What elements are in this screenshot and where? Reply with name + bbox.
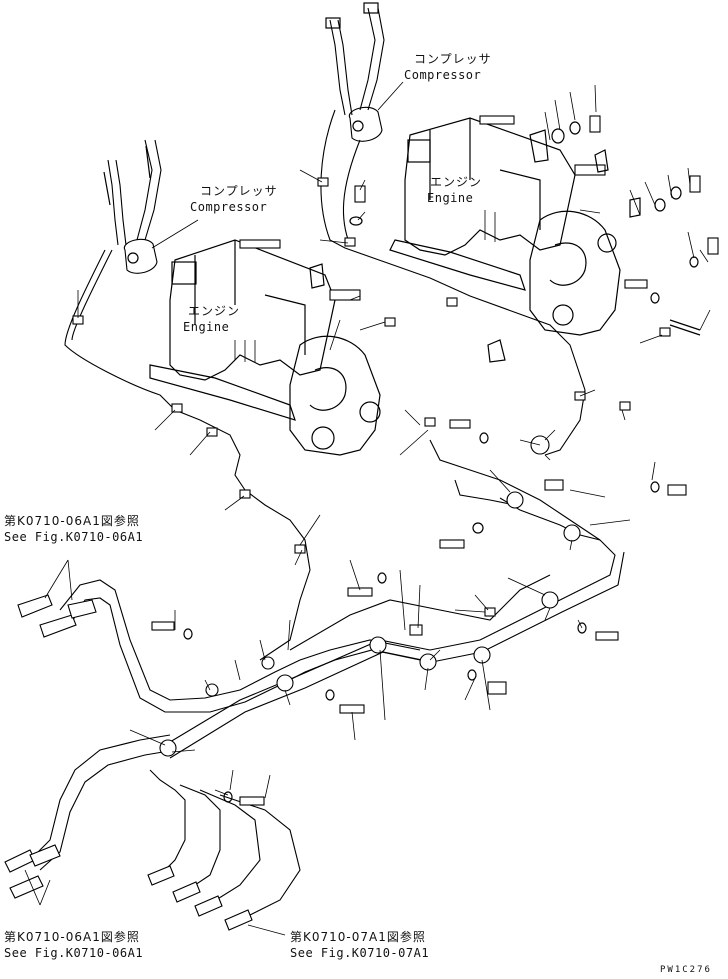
compressor-left-label-en: Compressor xyxy=(190,200,268,214)
engine-left xyxy=(149,239,381,456)
compressor-right xyxy=(320,2,586,456)
bolts-washers xyxy=(103,115,719,806)
engine-left-label-en: Engine xyxy=(183,320,230,334)
brackets xyxy=(309,129,641,363)
reference-label-1-en: See Fig.K0710-06A1 xyxy=(4,530,144,544)
reference-label-1-jp: 第K0710-06A1図参照 xyxy=(4,514,140,528)
drawing-code: PW1C276 xyxy=(660,965,712,975)
compressor-left-label-jp: コンプレッサ xyxy=(200,184,278,198)
engine-right-label-jp: エンジン xyxy=(430,175,483,189)
compressor-left xyxy=(64,139,311,661)
engine-left-label-jp: エンジン xyxy=(188,304,241,318)
reference-label-2-jp: 第K0710-06A1図参照 xyxy=(4,930,140,944)
engine-right xyxy=(389,117,621,336)
reference-label-2-en: See Fig.K0710-06A1 xyxy=(4,946,144,960)
reference-label-3-jp: 第K0710-07A1図参照 xyxy=(290,930,426,944)
clamps xyxy=(72,177,671,757)
reference-label-3-en: See Fig.K0710-07A1 xyxy=(290,946,430,960)
engine-right-label-en: Engine xyxy=(427,191,474,205)
compressor-right-label-jp: コンプレッサ xyxy=(414,52,492,66)
compressor-right-label-en: Compressor xyxy=(404,68,482,82)
hose-fittings xyxy=(4,594,253,931)
leader-lines xyxy=(24,81,711,936)
